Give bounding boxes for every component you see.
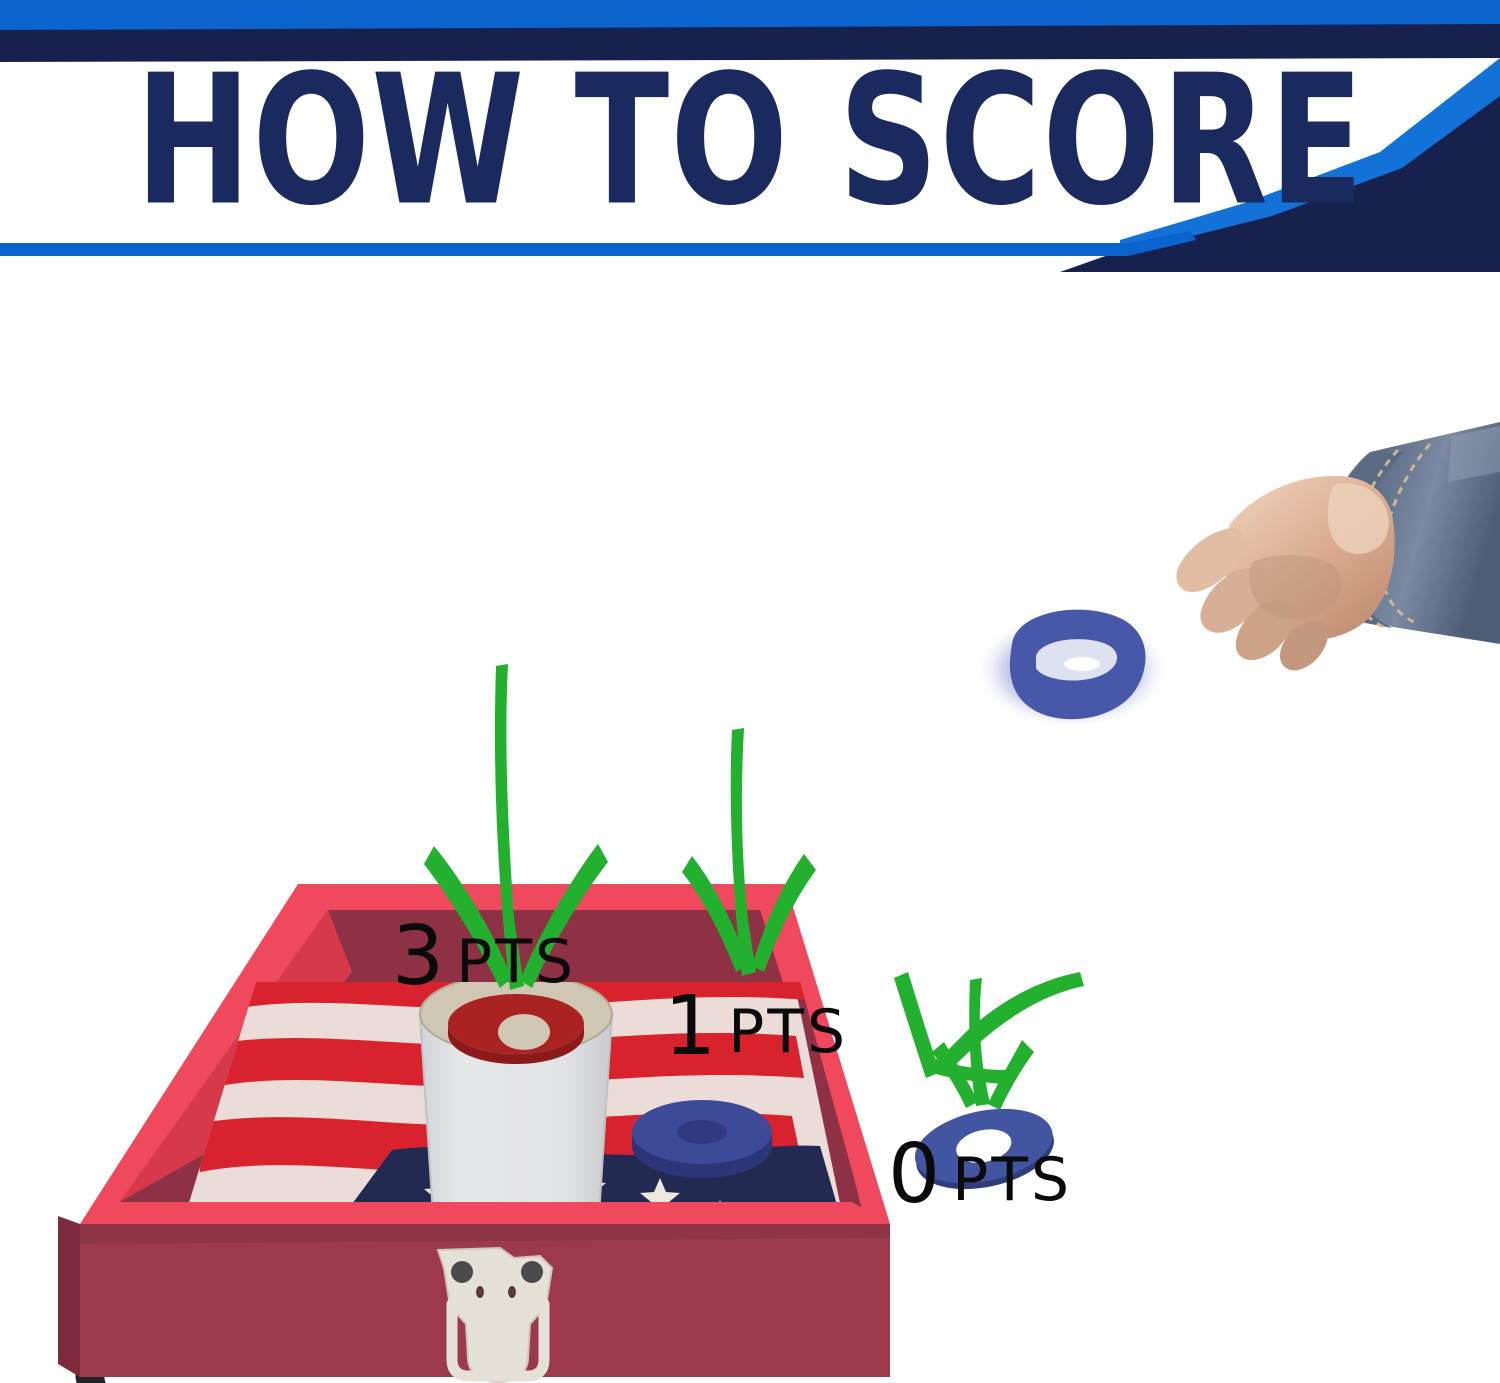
arrow-1pts-barb-right bbox=[752, 854, 816, 972]
washer-outside-box bbox=[914, 1108, 1054, 1190]
arrow-throw-trajectory bbox=[934, 972, 1084, 1076]
score-value-3: 3 bbox=[392, 909, 447, 1004]
arrow-3pts-barb-right bbox=[520, 844, 608, 988]
score-unit-3: PTS bbox=[456, 927, 577, 997]
banner: HOW TO SCORE bbox=[0, 0, 1500, 272]
banner-graphics bbox=[0, 0, 1500, 272]
latch-pin-left bbox=[476, 1286, 484, 1298]
scene-graphics bbox=[58, 422, 1500, 1383]
latch-wire-loop bbox=[446, 1298, 550, 1382]
banner-top-blue-band bbox=[0, 0, 1500, 30]
box-front-face-shade bbox=[80, 1224, 890, 1244]
box-left-face bbox=[58, 1216, 80, 1377]
banner-top-navy-band bbox=[0, 24, 1500, 62]
hand-thumb bbox=[1328, 483, 1389, 554]
latch-rivet-right bbox=[521, 1261, 543, 1283]
latch-rivet-left bbox=[451, 1261, 473, 1283]
hand-index-finger bbox=[1176, 528, 1246, 592]
score-value-1: 1 bbox=[664, 979, 719, 1074]
washer-in-flight-highlight bbox=[1064, 657, 1100, 671]
page-title: HOW TO SCORE bbox=[135, 37, 1365, 247]
washer-in-flight bbox=[974, 609, 1170, 730]
arrow-throw-barb-upper bbox=[894, 972, 940, 1078]
cup-washer-red-edge bbox=[447, 1024, 585, 1065]
box-rim-front-lip bbox=[80, 1202, 890, 1224]
washer-blue-hole bbox=[677, 1120, 727, 1144]
banner-bottom-blue-stripe-taper bbox=[1128, 231, 1196, 256]
box-latch[interactable] bbox=[436, 1246, 554, 1383]
hand-knuckle-shadow bbox=[1249, 554, 1343, 620]
latch-pin-right bbox=[508, 1286, 516, 1298]
arrow-1pts bbox=[730, 728, 756, 976]
arrow-3pts bbox=[494, 664, 524, 990]
denim-highlight bbox=[1448, 426, 1500, 482]
arrow-1pts-barb-left bbox=[682, 856, 748, 972]
cup-washer-red-hole bbox=[498, 1014, 550, 1050]
arrow-throw-barb-lower bbox=[930, 1058, 1008, 1084]
washer-outside-hole bbox=[956, 1129, 1012, 1163]
score-value-0: 0 bbox=[888, 1127, 943, 1222]
hand-pinky-finger bbox=[1280, 621, 1328, 671]
score-unit-1: PTS bbox=[728, 997, 849, 1067]
throwing-hand bbox=[1176, 422, 1500, 671]
arrow-3pts-barb-left bbox=[424, 846, 512, 988]
washer-blue-edge bbox=[632, 1132, 772, 1178]
score-unit-0: PTS bbox=[952, 1145, 1073, 1215]
score-arrows bbox=[424, 664, 1084, 1110]
banner-right-blue-diagonal bbox=[1120, 58, 1500, 254]
banner-right-navy-wedge bbox=[1060, 62, 1500, 272]
arrow-0pts-barb-right bbox=[988, 1040, 1034, 1110]
banner-bottom-blue-stripe bbox=[0, 243, 1128, 256]
